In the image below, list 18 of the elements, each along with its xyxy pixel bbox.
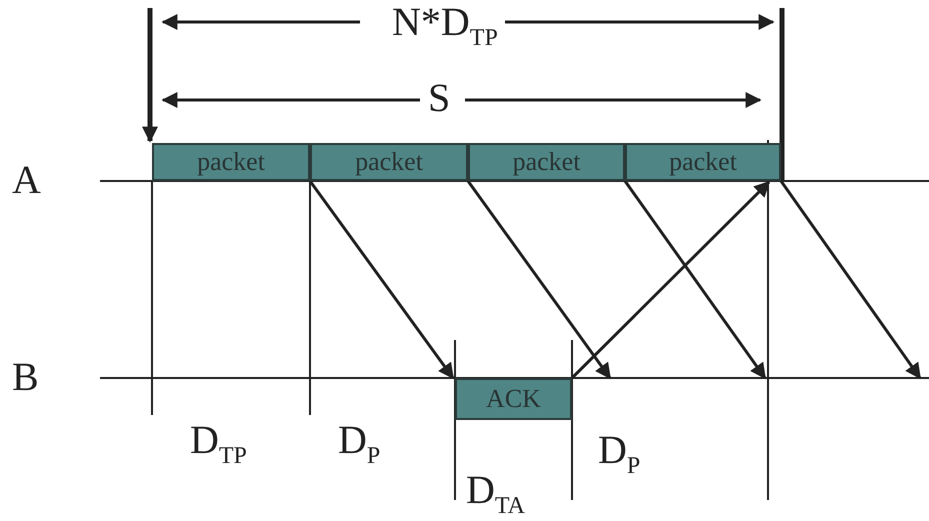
arrow [624, 180, 766, 380]
timeline-label: B [12, 357, 39, 397]
timeline-label: A [12, 160, 41, 200]
time-slot-box: packet [625, 143, 781, 181]
interval-label: D$_{P}$ [338, 420, 380, 468]
time-slot-box: packet [310, 143, 468, 181]
time-slot-box: packet [152, 143, 310, 181]
dimension-label: S [428, 78, 450, 118]
interval-label: D$_{P}$ [598, 430, 640, 478]
arrow [308, 180, 454, 380]
arrow [570, 180, 770, 380]
interval-label: D$_{TA}$ [466, 470, 525, 518]
dimension-label: N*D$_{TP}$ [392, 2, 498, 50]
time-slot-box: packet [468, 143, 625, 181]
arrow [466, 180, 612, 380]
time-slot-box: ACK [455, 378, 572, 420]
arrow [780, 180, 922, 380]
interval-label: D$_{TP}$ [190, 420, 247, 468]
